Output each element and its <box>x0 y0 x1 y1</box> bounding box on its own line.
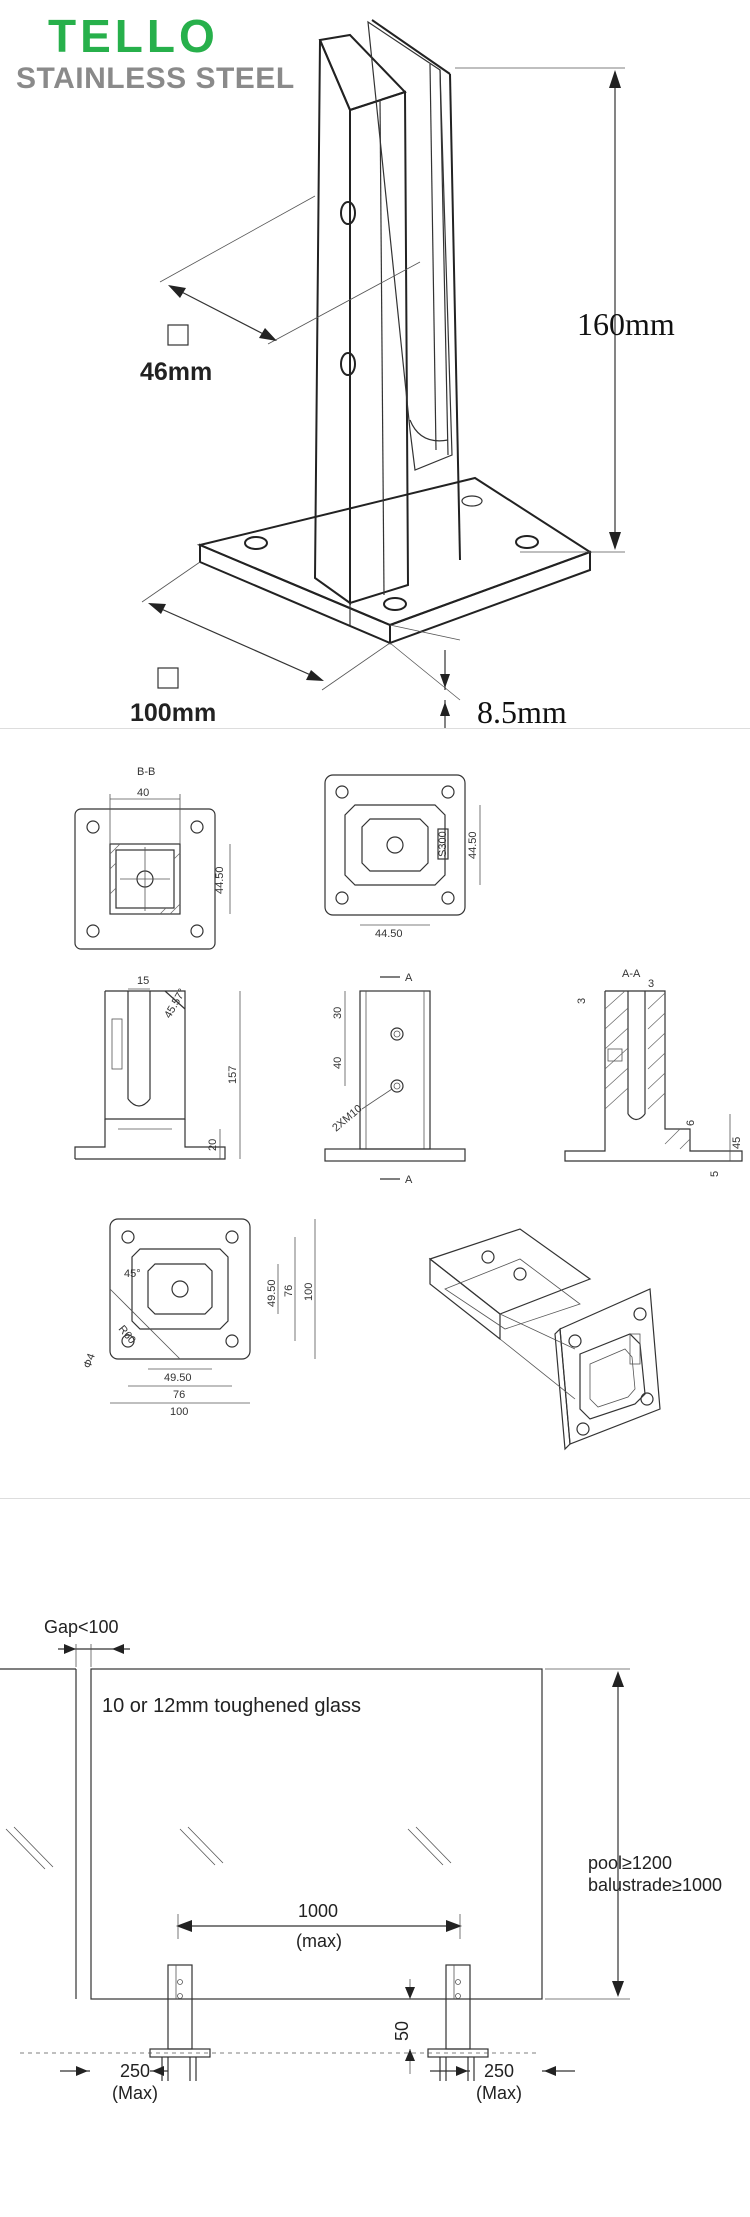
technical-drawing: B-B 40 44.50 <box>74 766 743 1451</box>
edge-left-dimension: 250 (Max) <box>60 2061 168 2103</box>
edge-right-dimension: 250 (Max) <box>430 2061 575 2103</box>
balustrade-height-label: balustrade≥1000 <box>588 1875 722 1895</box>
base-plate <box>196 476 593 645</box>
section-aa-dim-c: 6 <box>685 1120 697 1126</box>
front-view-top-width-label: 15 <box>137 975 149 987</box>
base-plan-width-outer-label: 100 <box>170 1406 188 1418</box>
front-view-height-label: 157 <box>227 1066 239 1084</box>
base-plan-radius-label: R60 <box>116 1323 138 1346</box>
edge-left-note: (Max) <box>112 2083 158 2103</box>
main-glass-panel: 10 or 12mm toughened glass <box>90 1668 543 2000</box>
gap-label: Gap<100 <box>44 1617 119 1637</box>
section-bb-height-label: 44.50 <box>214 866 226 894</box>
base-plan-height-mid-label: 76 <box>283 1285 295 1297</box>
product-view-drawing: TELLO STAINLESS STEEL <box>16 10 675 728</box>
base-plan-height-outer-label: 100 <box>303 1283 315 1301</box>
top-view-width-label: 44.50 <box>375 928 403 940</box>
left-glass-panel <box>0 1668 77 1999</box>
edge-right-note: (Max) <box>476 2083 522 2103</box>
brand-name-line1: TELLO <box>48 10 219 62</box>
section-aa-view: A-A 3 3 6 45 5 <box>564 968 743 1177</box>
side-view-marker-top: A <box>405 972 413 984</box>
base-plan-angle-label: 45° <box>124 1268 141 1280</box>
technical-drawing-panel: B-B 40 44.50 <box>0 728 750 1499</box>
side-view-hole-gap1-label: 30 <box>332 1007 344 1019</box>
base-plan-hole-label: Φ4 <box>82 1352 98 1370</box>
glass-label: 10 or 12mm toughened glass <box>102 1695 361 1717</box>
section-aa-dim-b: 3 <box>648 978 654 990</box>
section-bb-width-label: 40 <box>137 787 149 799</box>
base-size-label: 100mm <box>130 699 216 727</box>
square-symbol-icon <box>157 667 179 689</box>
front-view-base-height-label: 20 <box>207 1139 219 1151</box>
span-dimension: 1000 (max) <box>176 1901 462 1951</box>
span-label: 1000 <box>298 1901 338 1921</box>
base-plan-height-inner-label: 49.50 <box>266 1279 278 1307</box>
dim-post-size: 46mm <box>140 195 421 386</box>
clearance-dimension: 50 <box>392 1979 415 2074</box>
gap-dimension: Gap<100 <box>44 1617 130 1667</box>
base-plan-view: 45° R60 Φ4 49.50 76 100 49.50 76 100 <box>82 1218 316 1418</box>
installation-drawing: Gap<100 10 or 12mm toughened glass <box>0 1617 722 2103</box>
span-note: (max) <box>296 1931 342 1951</box>
brand-name-line2: STAINLESS STEEL <box>16 62 295 95</box>
left-spigot <box>149 1964 211 2081</box>
brand-logo: TELLO STAINLESS STEEL <box>16 10 295 95</box>
section-aa-dim-a: 3 <box>576 998 588 1004</box>
dim-height: 160mm <box>455 67 675 553</box>
front-view: 15 45.57° 157 20 <box>74 975 241 1160</box>
base-thickness-label: 8.5mm <box>477 694 567 728</box>
section-aa-title: A-A <box>622 968 641 980</box>
section-bb-view: B-B 40 44.50 <box>74 766 231 950</box>
dim-base-size: 100mm <box>130 561 391 727</box>
base-plan-width-inner-label: 49.50 <box>164 1372 192 1384</box>
pool-height-label: pool≥1200 <box>588 1853 672 1873</box>
side-view-marker-bottom: A <box>405 1174 413 1186</box>
product-view-panel: TELLO STAINLESS STEEL <box>0 0 750 728</box>
height-dimension: pool≥1200 balustrade≥1000 <box>545 1668 722 2000</box>
dim-base-thickness: 8.5mm <box>389 624 567 728</box>
top-view-stamp: S300 <box>437 831 449 857</box>
side-view: A A 30 40 2XM10 <box>324 972 466 1186</box>
clearance-label: 50 <box>392 2021 412 2041</box>
side-view-hole-gap2-label: 40 <box>332 1057 344 1069</box>
right-spigot <box>427 1964 489 2081</box>
top-view-height-label: 44.50 <box>467 831 479 859</box>
section-bb-title: B-B <box>137 766 155 778</box>
top-view: S300 44.50 44.50 <box>324 774 481 940</box>
isometric-view <box>428 1228 661 1451</box>
installation-panel: Gap<100 10 or 12mm toughened glass <box>0 1498 750 2217</box>
base-plan-width-mid-label: 76 <box>173 1389 185 1401</box>
post-size-label: 46mm <box>140 358 212 386</box>
square-symbol-icon <box>167 324 189 346</box>
height-dimension-label: 160mm <box>577 306 675 342</box>
post-body <box>313 19 461 625</box>
edge-right-label: 250 <box>484 2061 514 2081</box>
edge-left-label: 250 <box>120 2061 150 2081</box>
section-aa-dim-e: 5 <box>709 1171 721 1177</box>
section-aa-dim-d: 45 <box>731 1137 743 1149</box>
